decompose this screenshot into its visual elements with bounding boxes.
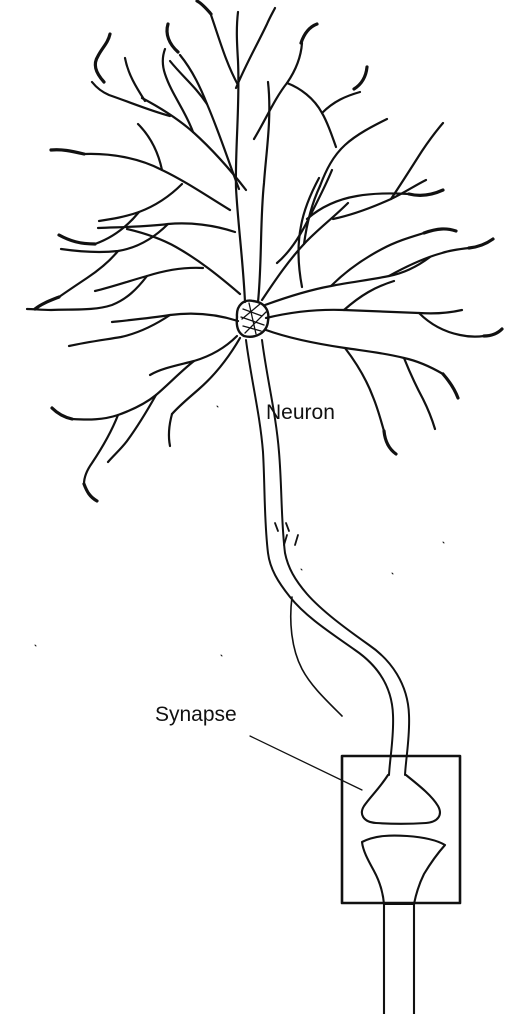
synapse-label: Synapse [155, 704, 237, 725]
neuron-label: Neuron [266, 402, 335, 423]
dendrites [27, 8, 484, 484]
synapse-pointer-line [250, 736, 362, 790]
synapse-structure [362, 775, 445, 1014]
cell-body [237, 301, 269, 337]
synapse-box [342, 756, 460, 903]
scan-specks [35, 406, 444, 656]
